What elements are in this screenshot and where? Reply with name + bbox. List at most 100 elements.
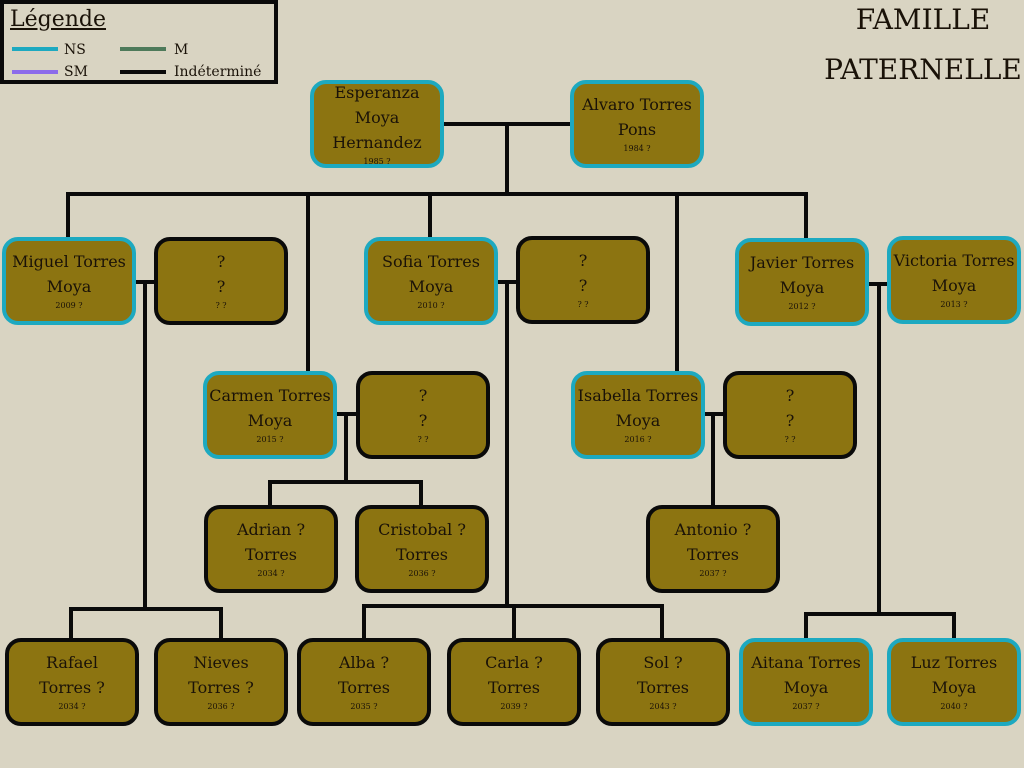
person-name: Alba ? bbox=[338, 653, 390, 672]
person-surname: ? bbox=[785, 411, 795, 430]
legend-ns-label: NS bbox=[64, 42, 86, 58]
person-name: ? bbox=[216, 252, 226, 271]
person-year: 2040 ? bbox=[940, 702, 968, 711]
person-year: 1984 ? bbox=[623, 144, 651, 153]
person-year: ? ? bbox=[577, 300, 589, 309]
person-rafael[interactable]: Rafael Torres ? 2034 ? bbox=[5, 638, 139, 726]
person-surname: Torres bbox=[395, 545, 449, 564]
person-aitana[interactable]: Aitana Torres Moya 2037 ? bbox=[739, 638, 873, 726]
person-surname: Moya bbox=[931, 276, 977, 295]
person-surname: Pons bbox=[617, 120, 657, 139]
person-carla[interactable]: Carla ? Torres 2039 ? bbox=[447, 638, 581, 726]
person-year: 2039 ? bbox=[500, 702, 528, 711]
legend: Légende NS M SM Indéterminé bbox=[0, 0, 278, 84]
legend-undetermined-label: Indéterminé bbox=[174, 64, 262, 80]
person-surname: Moya bbox=[615, 411, 661, 430]
person-year: 2034 ? bbox=[257, 569, 285, 578]
person-year: ? ? bbox=[784, 435, 796, 444]
person-year: 2016 ? bbox=[624, 435, 652, 444]
person-surname: ? bbox=[216, 277, 226, 296]
person-name: ? bbox=[578, 251, 588, 270]
person-name: ? bbox=[418, 386, 428, 405]
person-esperanza[interactable]: Esperanza Moya Hernandez 1985 ? bbox=[310, 80, 444, 168]
legend-sm-swatch bbox=[12, 70, 58, 74]
person-name: Esperanza Moya bbox=[334, 82, 420, 127]
person-year: 2010 ? bbox=[417, 301, 445, 310]
legend-ns-swatch bbox=[12, 47, 58, 51]
person-year: 2037 ? bbox=[699, 569, 727, 578]
person-name: Luz Torres bbox=[910, 653, 998, 672]
person-name: Cristobal ? bbox=[378, 520, 466, 539]
person-spouse-sofia[interactable]: ? ? ? ? bbox=[516, 236, 650, 324]
person-surname: Torres bbox=[636, 678, 690, 697]
person-surname: Torres bbox=[686, 545, 740, 564]
person-name: Adrian ? bbox=[236, 520, 306, 539]
person-name: Alvaro Torres bbox=[582, 95, 692, 114]
person-sol[interactable]: Sol ? Torres 2043 ? bbox=[596, 638, 730, 726]
person-surname: ? bbox=[578, 276, 588, 295]
title-line-1: FAMILLE bbox=[855, 3, 991, 36]
person-name: Antonio ? bbox=[674, 520, 752, 539]
person-name: Sol ? bbox=[643, 653, 683, 672]
person-name: Sofia Torres bbox=[382, 252, 480, 271]
person-surname: Moya bbox=[931, 678, 977, 697]
legend-sm-label: SM bbox=[64, 64, 88, 80]
person-nieves[interactable]: Nieves Torres ? 2036 ? bbox=[154, 638, 288, 726]
person-surname: Hernandez bbox=[332, 132, 422, 152]
person-name: ? bbox=[785, 386, 795, 405]
person-year: 2036 ? bbox=[408, 569, 436, 578]
person-surname: Moya bbox=[783, 678, 829, 697]
person-name: Miguel Torres bbox=[12, 252, 126, 271]
title-line-2: PATERNELLE bbox=[824, 53, 1022, 86]
person-adrian[interactable]: Adrian ? Torres 2034 ? bbox=[204, 505, 338, 593]
person-year: ? ? bbox=[215, 301, 227, 310]
person-luz[interactable]: Luz Torres Moya 2040 ? bbox=[887, 638, 1021, 726]
person-victoria[interactable]: Victoria Torres Moya 2013 ? bbox=[887, 236, 1021, 324]
person-name: Nieves bbox=[193, 653, 249, 672]
person-year: 2036 ? bbox=[207, 702, 235, 711]
legend-title: Légende bbox=[10, 7, 107, 32]
legend-undetermined-swatch bbox=[120, 70, 166, 74]
person-javier[interactable]: Javier Torres Moya 2012 ? bbox=[735, 238, 869, 326]
person-spouse-carmen[interactable]: ? ? ? ? bbox=[356, 371, 490, 459]
person-surname: Torres ? bbox=[39, 678, 105, 697]
person-name: Carla ? bbox=[485, 653, 543, 672]
person-year: 2037 ? bbox=[792, 702, 820, 711]
person-alvaro[interactable]: Alvaro Torres Pons 1984 ? bbox=[570, 80, 704, 168]
person-surname: Moya bbox=[408, 277, 454, 296]
person-miguel[interactable]: Miguel Torres Moya 2009 ? bbox=[2, 237, 136, 325]
person-antonio[interactable]: Antonio ? Torres 2037 ? bbox=[646, 505, 780, 593]
person-year: 2043 ? bbox=[649, 702, 677, 711]
person-surname: Moya bbox=[247, 411, 293, 430]
person-name: Victoria Torres bbox=[893, 251, 1015, 270]
person-spouse-isabella[interactable]: ? ? ? ? bbox=[723, 371, 857, 459]
person-year: 2034 ? bbox=[58, 702, 86, 711]
person-surname: ? bbox=[418, 411, 428, 430]
person-surname: Moya bbox=[46, 277, 92, 296]
page-title: FAMILLE PATERNELLE bbox=[822, 2, 1024, 88]
person-isabella[interactable]: Isabella Torres Moya 2016 ? bbox=[571, 371, 705, 459]
legend-m-label: M bbox=[174, 42, 189, 58]
person-spouse-miguel[interactable]: ? ? ? ? bbox=[154, 237, 288, 325]
person-surname: Torres bbox=[244, 545, 298, 564]
person-year: 2012 ? bbox=[788, 302, 816, 311]
person-cristobal[interactable]: Cristobal ? Torres 2036 ? bbox=[355, 505, 489, 593]
person-sofia[interactable]: Sofia Torres Moya 2010 ? bbox=[364, 237, 498, 325]
person-name: Javier Torres bbox=[749, 253, 855, 272]
person-surname: Torres ? bbox=[188, 678, 254, 697]
person-name: Carmen Torres bbox=[209, 386, 331, 405]
person-year: 2035 ? bbox=[350, 702, 378, 711]
person-surname: Torres bbox=[337, 678, 391, 697]
person-year: ? ? bbox=[417, 435, 429, 444]
person-year: 2015 ? bbox=[256, 435, 284, 444]
person-name: Isabella Torres bbox=[577, 386, 699, 405]
legend-m-swatch bbox=[120, 47, 166, 51]
person-carmen[interactable]: Carmen Torres Moya 2015 ? bbox=[203, 371, 337, 459]
person-alba[interactable]: Alba ? Torres 2035 ? bbox=[297, 638, 431, 726]
person-year: 2009 ? bbox=[55, 301, 83, 310]
person-surname: Moya bbox=[779, 278, 825, 297]
person-year: 1985 ? bbox=[363, 156, 391, 166]
person-year: 2013 ? bbox=[940, 300, 968, 309]
person-name: Aitana Torres bbox=[751, 653, 861, 672]
